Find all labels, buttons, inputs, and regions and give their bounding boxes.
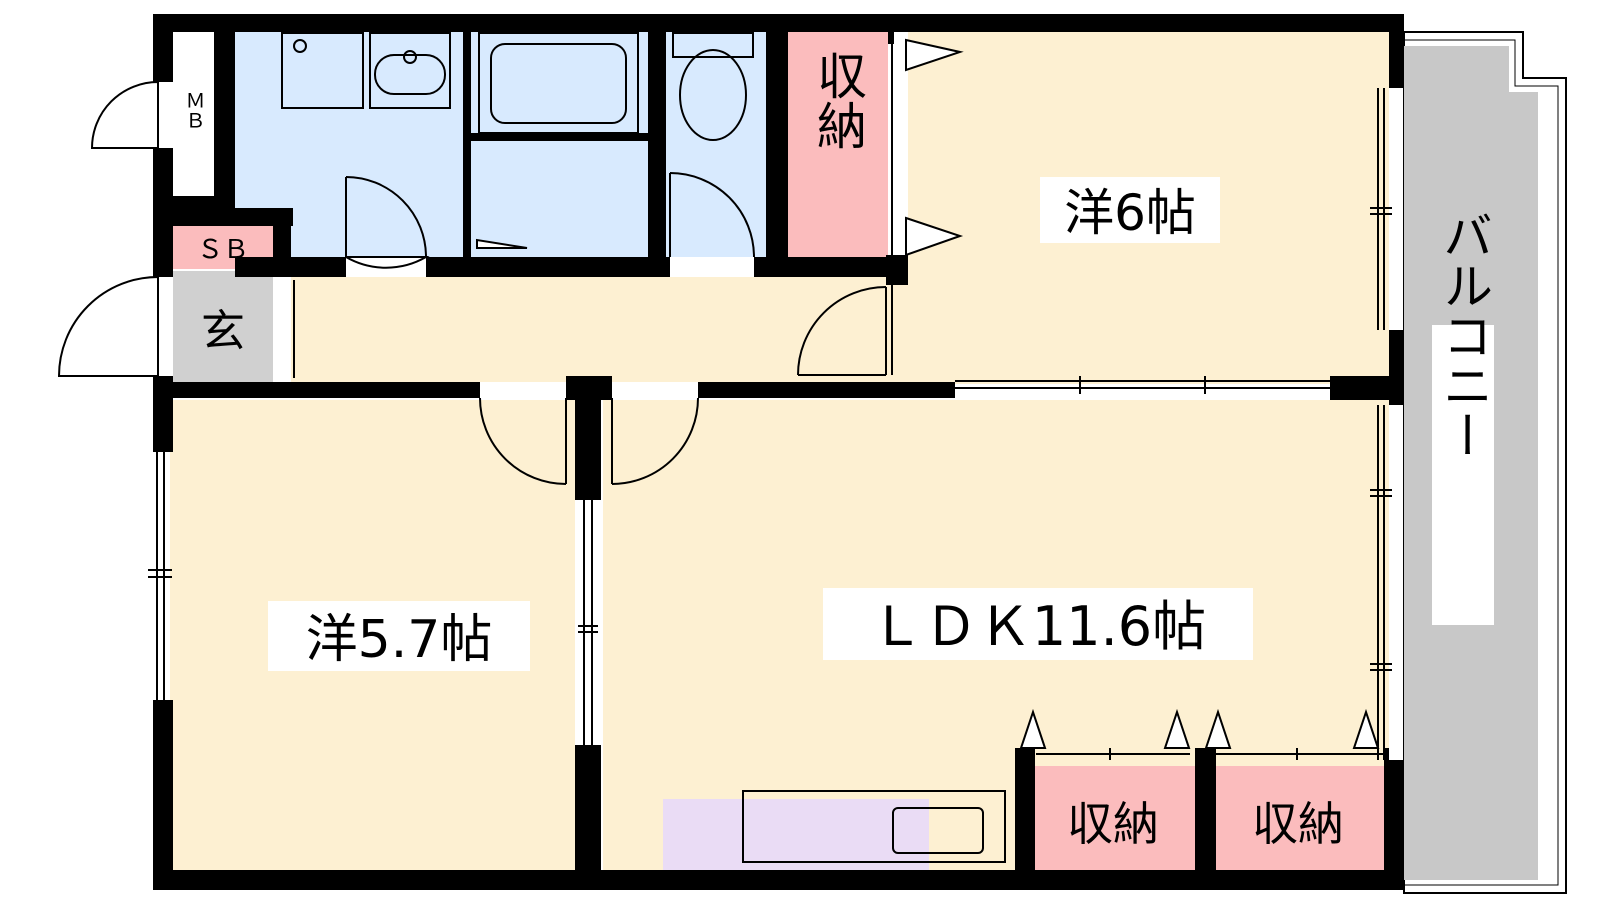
hallway-area <box>291 277 908 382</box>
room-label-entrance: 玄 <box>201 306 245 357</box>
faucet-icon <box>293 39 307 53</box>
folding-doors <box>476 38 1380 749</box>
toilet-bowl <box>679 49 747 141</box>
room-label-shoe-box: ＳＢ <box>197 235 249 265</box>
room-label-storage-bottom-left: 収納 <box>1067 797 1159 851</box>
kitchen-counter <box>742 790 1006 863</box>
bathtub-inner <box>490 43 627 124</box>
kitchen-area <box>663 799 929 870</box>
washbasin-bowl <box>374 54 446 95</box>
walls <box>153 14 1404 890</box>
mb-door <box>90 80 159 149</box>
storage-top-area <box>788 32 888 257</box>
room-label-meter-box: ＭＢ <box>182 90 206 130</box>
entrance-area <box>173 271 273 382</box>
room-label-balcony: バルコニー <box>1435 210 1493 460</box>
storage-br-area <box>1216 766 1384 870</box>
entrance-door <box>57 275 159 377</box>
toilet-area <box>666 32 766 257</box>
toilet-tank <box>672 32 754 58</box>
labels: 洋6帖 洋5.7帖 ＬＤＫ11.6帖 収納 収納 収納 玄 ＳＢ ＭＢ バルコニ… <box>182 50 1494 851</box>
meter-box-area <box>173 58 214 196</box>
room-label-ldk: ＬＤＫ11.6帖 <box>870 595 1206 658</box>
washbasin-counter <box>369 32 451 109</box>
washroom-door <box>345 177 430 269</box>
room-label-storage-bottom-right: 収納 <box>1252 797 1344 851</box>
room-label-western-6: 洋6帖 <box>1064 184 1196 242</box>
washing-machine-pan <box>281 32 364 109</box>
windows <box>148 40 1392 760</box>
room-label-storage-top: 収納 <box>809 50 867 150</box>
sink-icon <box>892 807 984 854</box>
doors <box>57 80 887 485</box>
storage-bl-area <box>1035 766 1195 870</box>
bathtub-area <box>471 32 648 257</box>
room-label-western-57: 洋5.7帖 <box>306 610 493 670</box>
